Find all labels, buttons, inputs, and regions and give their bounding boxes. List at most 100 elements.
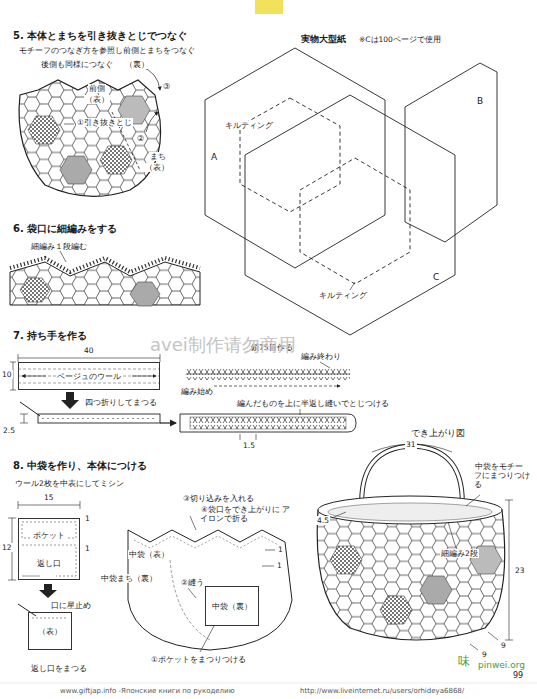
finished-bag-shape: [505, 500, 513, 640]
pattern-pieces-shape: [245, 95, 455, 335]
note-text: キルティング: [318, 291, 368, 300]
note: キルティング: [318, 291, 368, 300]
handle-strip-shape: [42, 418, 156, 419]
note-text: （裏）: [124, 60, 150, 69]
part-name: 前側: [88, 84, 106, 93]
dimension: 10: [1, 370, 13, 379]
handle-strip-shape: [185, 368, 350, 380]
note-text: 後側も同様につなぐ: [40, 60, 114, 69]
part-name: （表）: [144, 163, 170, 172]
note-text: キルティング: [224, 121, 274, 130]
note-text: 細編み2段: [440, 549, 479, 558]
page-number: 99: [512, 671, 524, 681]
logo-text-text: pinwei.org: [478, 660, 525, 670]
figure-title: でき上がり図: [410, 428, 466, 438]
watermark: avei制作请勿商用: [150, 334, 296, 356]
note-text: ①ポケットをまつりつける: [150, 655, 247, 664]
note: 中袋をモチーフにまつりつける: [474, 462, 530, 489]
pattern-pieces: [205, 48, 497, 335]
bag-step5-shape: [60, 156, 92, 184]
dimension: 4.5: [316, 516, 330, 525]
pattern-pieces-shape: [240, 98, 340, 212]
note: 細編み2段: [440, 549, 479, 558]
handle-strip-shape: [186, 374, 350, 375]
pattern-letter-text: A: [210, 152, 218, 162]
footer-rule: [0, 683, 537, 684]
dimension: 9: [481, 650, 488, 659]
step-heading-text: 6. 袋口に細編みをする: [12, 223, 118, 234]
crochet-band: [10, 251, 200, 306]
dimension: 2.5: [2, 426, 16, 435]
handle-strip-shape: [132, 376, 156, 377]
note: モチーフのつなぎ方を参照し前側とまちをつなぐ: [18, 46, 196, 55]
node-text: 返し口: [36, 559, 62, 568]
part-name: まち: [149, 152, 167, 161]
lining-bag-shape: [188, 588, 196, 598]
source-url: http://www.liveinternet.ru/users/orhidey…: [300, 687, 464, 695]
source-url: www.giftjap.info -Японские книги по руко…: [60, 687, 235, 695]
dimension-text: 10: [1, 370, 13, 379]
note: 口に星止め: [50, 601, 92, 610]
fabric-strip: ベージュのウール: [18, 362, 160, 390]
dimension: 1: [84, 514, 91, 523]
dimension-text: 2.5: [2, 426, 16, 435]
step-heading-text: 5. 本体とまちを引き抜きとじでつなぐ: [12, 30, 188, 41]
note: 細編み１段編む: [30, 242, 88, 251]
inner-pocket: 中袋（裏）: [205, 586, 259, 626]
pattern-heading: 実物大型紙: [300, 34, 347, 45]
pattern-heading-text: 実物大型紙: [300, 34, 347, 44]
finished-bag-shape: [470, 632, 498, 650]
note-text: 細編み１段編む: [30, 242, 88, 251]
note-text: ③切り込みを入れる: [182, 494, 255, 503]
dimension: 1.5: [242, 441, 256, 450]
pocket-steps-shape: [39, 584, 57, 598]
callout-number: ②: [136, 134, 145, 144]
dimension: 40: [83, 346, 95, 355]
note-text: 編み始め: [180, 387, 214, 396]
handle-strip-shape: [214, 386, 340, 387]
note: 返し口をまつる: [30, 664, 88, 673]
handle-strip-shape: [160, 422, 176, 423]
note-text: 口に星止め: [50, 601, 92, 610]
bag-step5-shape: [140, 66, 160, 90]
bag-step5: [19, 66, 161, 196]
pattern-letter: B: [476, 96, 484, 107]
note-text: 中袋をモチーフにまつりつける: [474, 462, 530, 489]
dimension-text: 1: [276, 561, 283, 570]
figure-title-text: でき上がり図: [410, 428, 466, 438]
callout-number: ③: [162, 82, 171, 92]
part-name: 中袋（表）: [128, 550, 170, 559]
dimension: 15: [43, 493, 55, 502]
part-name-text: （表）: [84, 95, 110, 104]
finished-bag-shape: [420, 576, 452, 604]
handle-strip-shape: [18, 354, 160, 362]
handle-strip-shape: [61, 392, 79, 409]
note-text: 返し口をまつる: [30, 664, 88, 673]
node-text: ベージュのウール: [56, 372, 122, 381]
logo-text-text: 味: [458, 654, 470, 668]
note-text: モチーフのつなぎ方を参照し前側とまちをつなぐ: [18, 46, 196, 55]
pocket-steps-shape: [22, 545, 76, 576]
dimension-text: 1.5: [242, 441, 256, 450]
handle-strip-shape: [18, 369, 160, 383]
dimension-text: 15: [43, 493, 55, 502]
pocket-piece: （表）: [28, 612, 72, 650]
source-url-text: http://www.liveinternet.ru/users/orhidey…: [300, 687, 464, 695]
note-text: 四つ折りしてまつる: [84, 398, 158, 407]
dimension-text: 4.5: [316, 516, 330, 525]
note-text: ④袋口をでき上がりに アイロンで折る: [200, 505, 290, 523]
step-heading-text: 7. 持ち手を作る: [12, 330, 88, 341]
pattern-pieces-shape: [405, 63, 497, 242]
dimension-text: 23: [514, 566, 526, 575]
handle-strip-shape: [180, 414, 356, 432]
finished-bag-shape: [332, 512, 346, 518]
part-name-text: 中袋まち（裏）: [100, 574, 158, 583]
note: （裏）: [124, 60, 150, 69]
bag-step5-shape: [100, 146, 132, 174]
finished-bag-shape: [330, 546, 362, 574]
note-text: ①引き抜きとじ: [76, 118, 133, 127]
handle-strip-shape: [38, 414, 160, 423]
part-name-text: 前側: [88, 84, 106, 93]
footer-rule-shape: [0, 683, 537, 684]
step-heading: 7. 持ち手を作る: [12, 330, 88, 342]
